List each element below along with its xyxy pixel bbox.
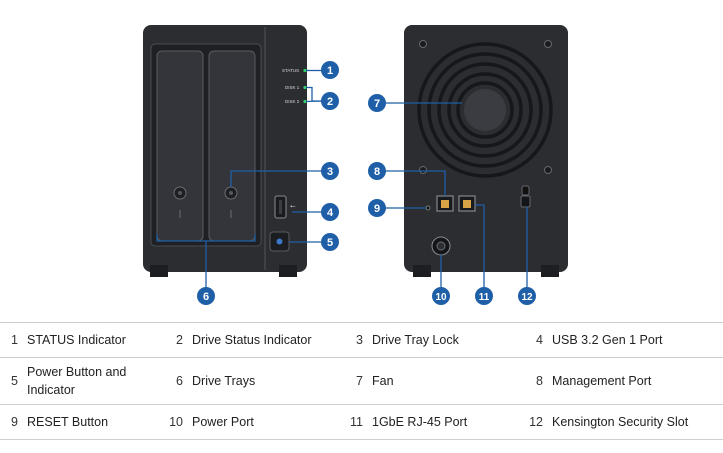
legend-number: 2 xyxy=(165,322,192,358)
legend-row: 5 Power Button and Indicator 6 Drive Tra… xyxy=(0,357,723,405)
leader-lines xyxy=(156,69,528,288)
back-foot-left xyxy=(413,265,431,277)
callout-8: 8 xyxy=(368,162,386,180)
legend-number: 4 xyxy=(525,322,552,358)
front-view: STATUS DISK 1 DISK 2 ⭠ xyxy=(143,25,307,277)
callout-2: 2 xyxy=(321,92,339,110)
front-foot-right xyxy=(279,265,297,277)
status-indicator-label: STATUS xyxy=(282,68,299,73)
legend-label: RESET Button xyxy=(27,404,165,440)
callout-6: 6 xyxy=(197,287,215,305)
legend-number: 10 xyxy=(165,404,192,440)
legend-label: 1GbE RJ-45 Port xyxy=(372,404,525,440)
legend-number: 11 xyxy=(345,404,372,440)
legend-label: Drive Status Indicator xyxy=(192,322,345,358)
back-foot-right xyxy=(541,265,559,277)
device-diagram: STATUS DISK 1 DISK 2 ⭠ xyxy=(143,25,568,305)
back-chassis xyxy=(404,25,568,272)
screw-top-right xyxy=(544,40,552,48)
callout-1-label: 1 xyxy=(327,65,333,77)
callout-10: 10 xyxy=(432,287,450,305)
callout-badges: 1 2 3 4 5 6 7 8 9 10 11 12 xyxy=(197,61,536,305)
status-led xyxy=(303,68,307,73)
legend-row: 1 STATUS Indicator 2 Drive Status Indica… xyxy=(0,322,723,358)
callout-10-label: 10 xyxy=(435,292,447,303)
fan-hub xyxy=(464,89,506,131)
legend-number: 6 xyxy=(165,357,192,405)
callout-9: 9 xyxy=(368,199,386,217)
kensington-lock-icon xyxy=(521,185,530,196)
legend-label: Fan xyxy=(372,357,525,405)
screw-top-left xyxy=(419,40,427,48)
fan-grille xyxy=(417,42,553,178)
callout-9-label: 9 xyxy=(374,203,380,215)
callout-11: 11 xyxy=(475,287,493,305)
disk1-led xyxy=(303,85,307,90)
callout-4: 4 xyxy=(321,203,339,221)
legend-label: STATUS Indicator xyxy=(27,322,165,358)
callout-12-label: 12 xyxy=(521,292,533,303)
kensington-slot xyxy=(520,195,531,208)
callout-3-label: 3 xyxy=(327,166,333,178)
disk2-indicator-label: DISK 2 xyxy=(285,99,300,104)
screw-mid-left xyxy=(419,166,427,174)
legend-table: 1 STATUS Indicator 2 Drive Status Indica… xyxy=(0,322,723,440)
legend-label: Power Button and Indicator xyxy=(27,357,165,405)
callout-11-label: 11 xyxy=(479,292,490,303)
callout-7: 7 xyxy=(368,94,386,112)
callout-5: 5 xyxy=(321,233,339,251)
legend-label: USB 3.2 Gen 1 Port xyxy=(552,322,723,358)
legend-label: Power Port xyxy=(192,404,345,440)
front-foot-left xyxy=(150,265,168,277)
callout-4-label: 4 xyxy=(327,207,334,219)
callout-5-label: 5 xyxy=(327,237,333,249)
usb-icon: ⭠ xyxy=(290,202,296,210)
legend-number: 1 xyxy=(0,322,27,358)
legend-label: Drive Tray Lock xyxy=(372,322,525,358)
legend-label: Drive Trays xyxy=(192,357,345,405)
legend-number: 9 xyxy=(0,404,27,440)
reset-button xyxy=(425,205,431,211)
legend-number: 5 xyxy=(0,357,27,405)
callout-7-label: 7 xyxy=(374,98,380,110)
legend-number: 7 xyxy=(345,357,372,405)
callout-8-label: 8 xyxy=(374,166,380,178)
power-indicator-led xyxy=(276,238,283,245)
disk2-led xyxy=(303,99,307,104)
legend-label: Management Port xyxy=(552,357,723,405)
callout-3: 3 xyxy=(321,162,339,180)
legend-label: Kensington Security Slot xyxy=(552,404,723,440)
legend-row: 9 RESET Button 10 Power Port 11 1GbE RJ-… xyxy=(0,404,723,440)
callout-1: 1 xyxy=(321,61,339,79)
drive-tray-2 xyxy=(208,50,256,242)
legend-number: 12 xyxy=(525,404,552,440)
disk1-indicator-label: DISK 1 xyxy=(285,85,300,90)
legend-number: 3 xyxy=(345,322,372,358)
callout-6-label: 6 xyxy=(203,291,209,303)
legend-number: 8 xyxy=(525,357,552,405)
screw-mid-right xyxy=(544,166,552,174)
callout-12: 12 xyxy=(518,287,536,305)
callout-2-label: 2 xyxy=(327,96,333,108)
back-view xyxy=(404,25,568,277)
